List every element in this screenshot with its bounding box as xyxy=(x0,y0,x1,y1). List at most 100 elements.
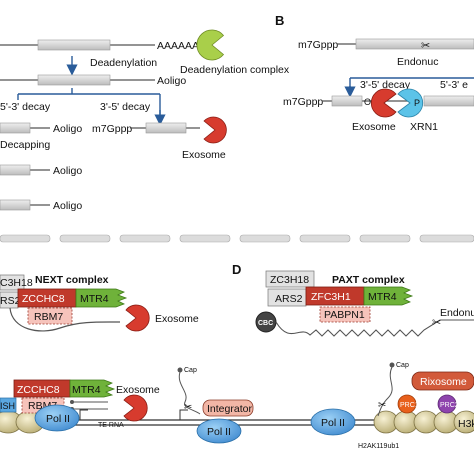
scissors-icon: ✂ xyxy=(184,402,192,413)
zc3h18-label: ZC3H18 xyxy=(270,274,309,286)
zc3h18-box xyxy=(0,274,25,291)
mrna-cds-bar xyxy=(145,122,187,134)
pol2-blob xyxy=(310,408,356,436)
aoligo-label: Aoligo xyxy=(157,75,186,87)
panel-a: AAAAAA Deadenylation Deadenylation compl… xyxy=(0,29,290,212)
polya-rna-strand xyxy=(275,319,474,337)
prc2-label: PRC2 xyxy=(440,402,459,409)
exosome-label: Exosome xyxy=(155,313,199,325)
panel-d-letter: D xyxy=(232,262,241,277)
h2ak119ub1-label: H2AK119ub1 xyxy=(358,443,399,450)
divider-segment xyxy=(179,234,231,243)
panel-d: D ZC3H18 PAXT complex ARS2 ZFC3H1 MTR4 C… xyxy=(232,262,474,337)
divider-segment xyxy=(59,234,111,243)
scissors-icon: ✂ xyxy=(432,317,441,329)
panel-c: NEXT complex C3H18 RS2 ZCCHC8 MTR4 RBM7 … xyxy=(0,274,199,332)
decay-53-label: 5'-3' e xyxy=(440,79,468,91)
exosome-label: Exosome xyxy=(116,384,160,396)
tss-arrow xyxy=(79,409,88,420)
exosome-label: Exosome xyxy=(352,121,396,133)
exosome-pacman xyxy=(125,304,150,332)
divider-segment xyxy=(239,234,291,243)
exosome-pacman xyxy=(123,394,148,422)
aoligo-label: Aoligo xyxy=(53,165,82,177)
pol2-blob xyxy=(34,404,80,432)
mrna-cds-bar xyxy=(423,95,474,107)
decay-53-label: 5'-3' decay xyxy=(0,101,51,113)
scissors-icon: ✂ xyxy=(421,40,430,52)
m7gppp-cap-label: m7Gppp xyxy=(92,123,132,135)
rbm7-label: RBM7 xyxy=(34,311,63,323)
decapping-label: Decapping xyxy=(0,139,50,151)
nucleosome xyxy=(453,410,474,434)
endonuc-label: Endonuc xyxy=(440,307,474,319)
xrn1-pacman xyxy=(397,88,424,118)
mtr4-label: MTR4 xyxy=(72,384,101,396)
deadenylation-complex-label: Deadenylation complex xyxy=(180,64,290,76)
zfc3h1-label: ZFC3H1 xyxy=(311,291,351,303)
exosome-label: Exosome xyxy=(182,149,226,161)
endonuc-label: Endonuc xyxy=(397,56,438,68)
mrna-cds-bar xyxy=(37,74,111,86)
ars2-label: RS2 xyxy=(0,295,21,307)
ars2-label: ARS2 xyxy=(275,293,303,305)
nascent-rna xyxy=(377,366,393,417)
paxt-complex-title: PAXT complex xyxy=(332,274,405,286)
rna-cap-dot xyxy=(177,367,183,373)
rna-cap-dot xyxy=(70,400,74,404)
panel-e: ISH ZCCHC8 MTR4 Exosome RBM7 TE RNA Pol … xyxy=(0,362,474,450)
mrna-cds-bar xyxy=(0,122,31,134)
next-complex-title: NEXT complex xyxy=(35,274,109,286)
ish-box xyxy=(0,397,17,413)
cap-label: Cap xyxy=(396,362,409,369)
rixosome-label: Rixosome xyxy=(420,376,467,388)
rixosome-box xyxy=(411,371,474,391)
m7gppp-cap-label: m7Gppp xyxy=(283,96,323,108)
nascent-rna xyxy=(178,371,201,415)
divider-segment xyxy=(359,234,411,243)
deadenylation-complex-pacman xyxy=(196,29,225,61)
decay-branch-lines xyxy=(17,88,161,116)
decay-35-label: 3'-5' decay xyxy=(360,79,411,91)
section-divider xyxy=(0,234,474,243)
oh-label: OH xyxy=(364,97,378,107)
divider-segment xyxy=(119,234,171,243)
prc1-circle xyxy=(397,394,417,414)
prc1-label: PRC1 xyxy=(400,402,419,409)
mtr4-label: MTR4 xyxy=(80,293,109,305)
h3k-label: H3k xyxy=(458,418,474,430)
panel-b: B m7Gppp ✂ Endonuc 3'-5' decay 5'-3' e m… xyxy=(275,13,474,133)
mtr4-shape xyxy=(75,288,128,308)
aoligo-label: Aoligo xyxy=(53,200,82,212)
zc3h18-box xyxy=(265,270,315,288)
ish-label: ISH xyxy=(0,401,15,411)
divider-segment xyxy=(0,234,51,243)
cbc-label: CBC xyxy=(258,320,273,327)
pabpn1-box xyxy=(319,306,371,323)
pabpn1-label: PABPN1 xyxy=(324,309,365,321)
deadenylation-label: Deadenylation xyxy=(90,57,157,69)
mrna-cds-bar xyxy=(0,199,31,211)
pol2-label: Pol II xyxy=(321,417,345,429)
rbm7-box xyxy=(27,307,73,325)
p-label: P xyxy=(414,98,420,108)
te-rna-label: TE RNA xyxy=(98,422,124,429)
pol2-blob xyxy=(196,418,242,444)
exosome-pacman xyxy=(370,88,397,118)
rna-strand xyxy=(9,307,121,332)
tss-arrow xyxy=(179,409,188,420)
mrna-cds-bar xyxy=(37,39,111,51)
mtr4-shape xyxy=(363,286,414,306)
panel-b-letter: B xyxy=(275,13,284,28)
xrn1-label: XRN1 xyxy=(410,121,438,133)
prc2-circle xyxy=(437,394,457,414)
scissors-icon: ✂ xyxy=(378,400,386,411)
m7gppp-cap-label: m7Gppp xyxy=(298,39,338,51)
exosome-pacman xyxy=(203,116,227,144)
integrator-label: Integrator xyxy=(207,403,252,415)
mrna-cds-bar xyxy=(355,38,474,50)
polya-tail-label: AAAAAA xyxy=(157,40,199,52)
zc3h18-label: C3H18 xyxy=(0,277,33,289)
pol2-label: Pol II xyxy=(46,413,70,425)
